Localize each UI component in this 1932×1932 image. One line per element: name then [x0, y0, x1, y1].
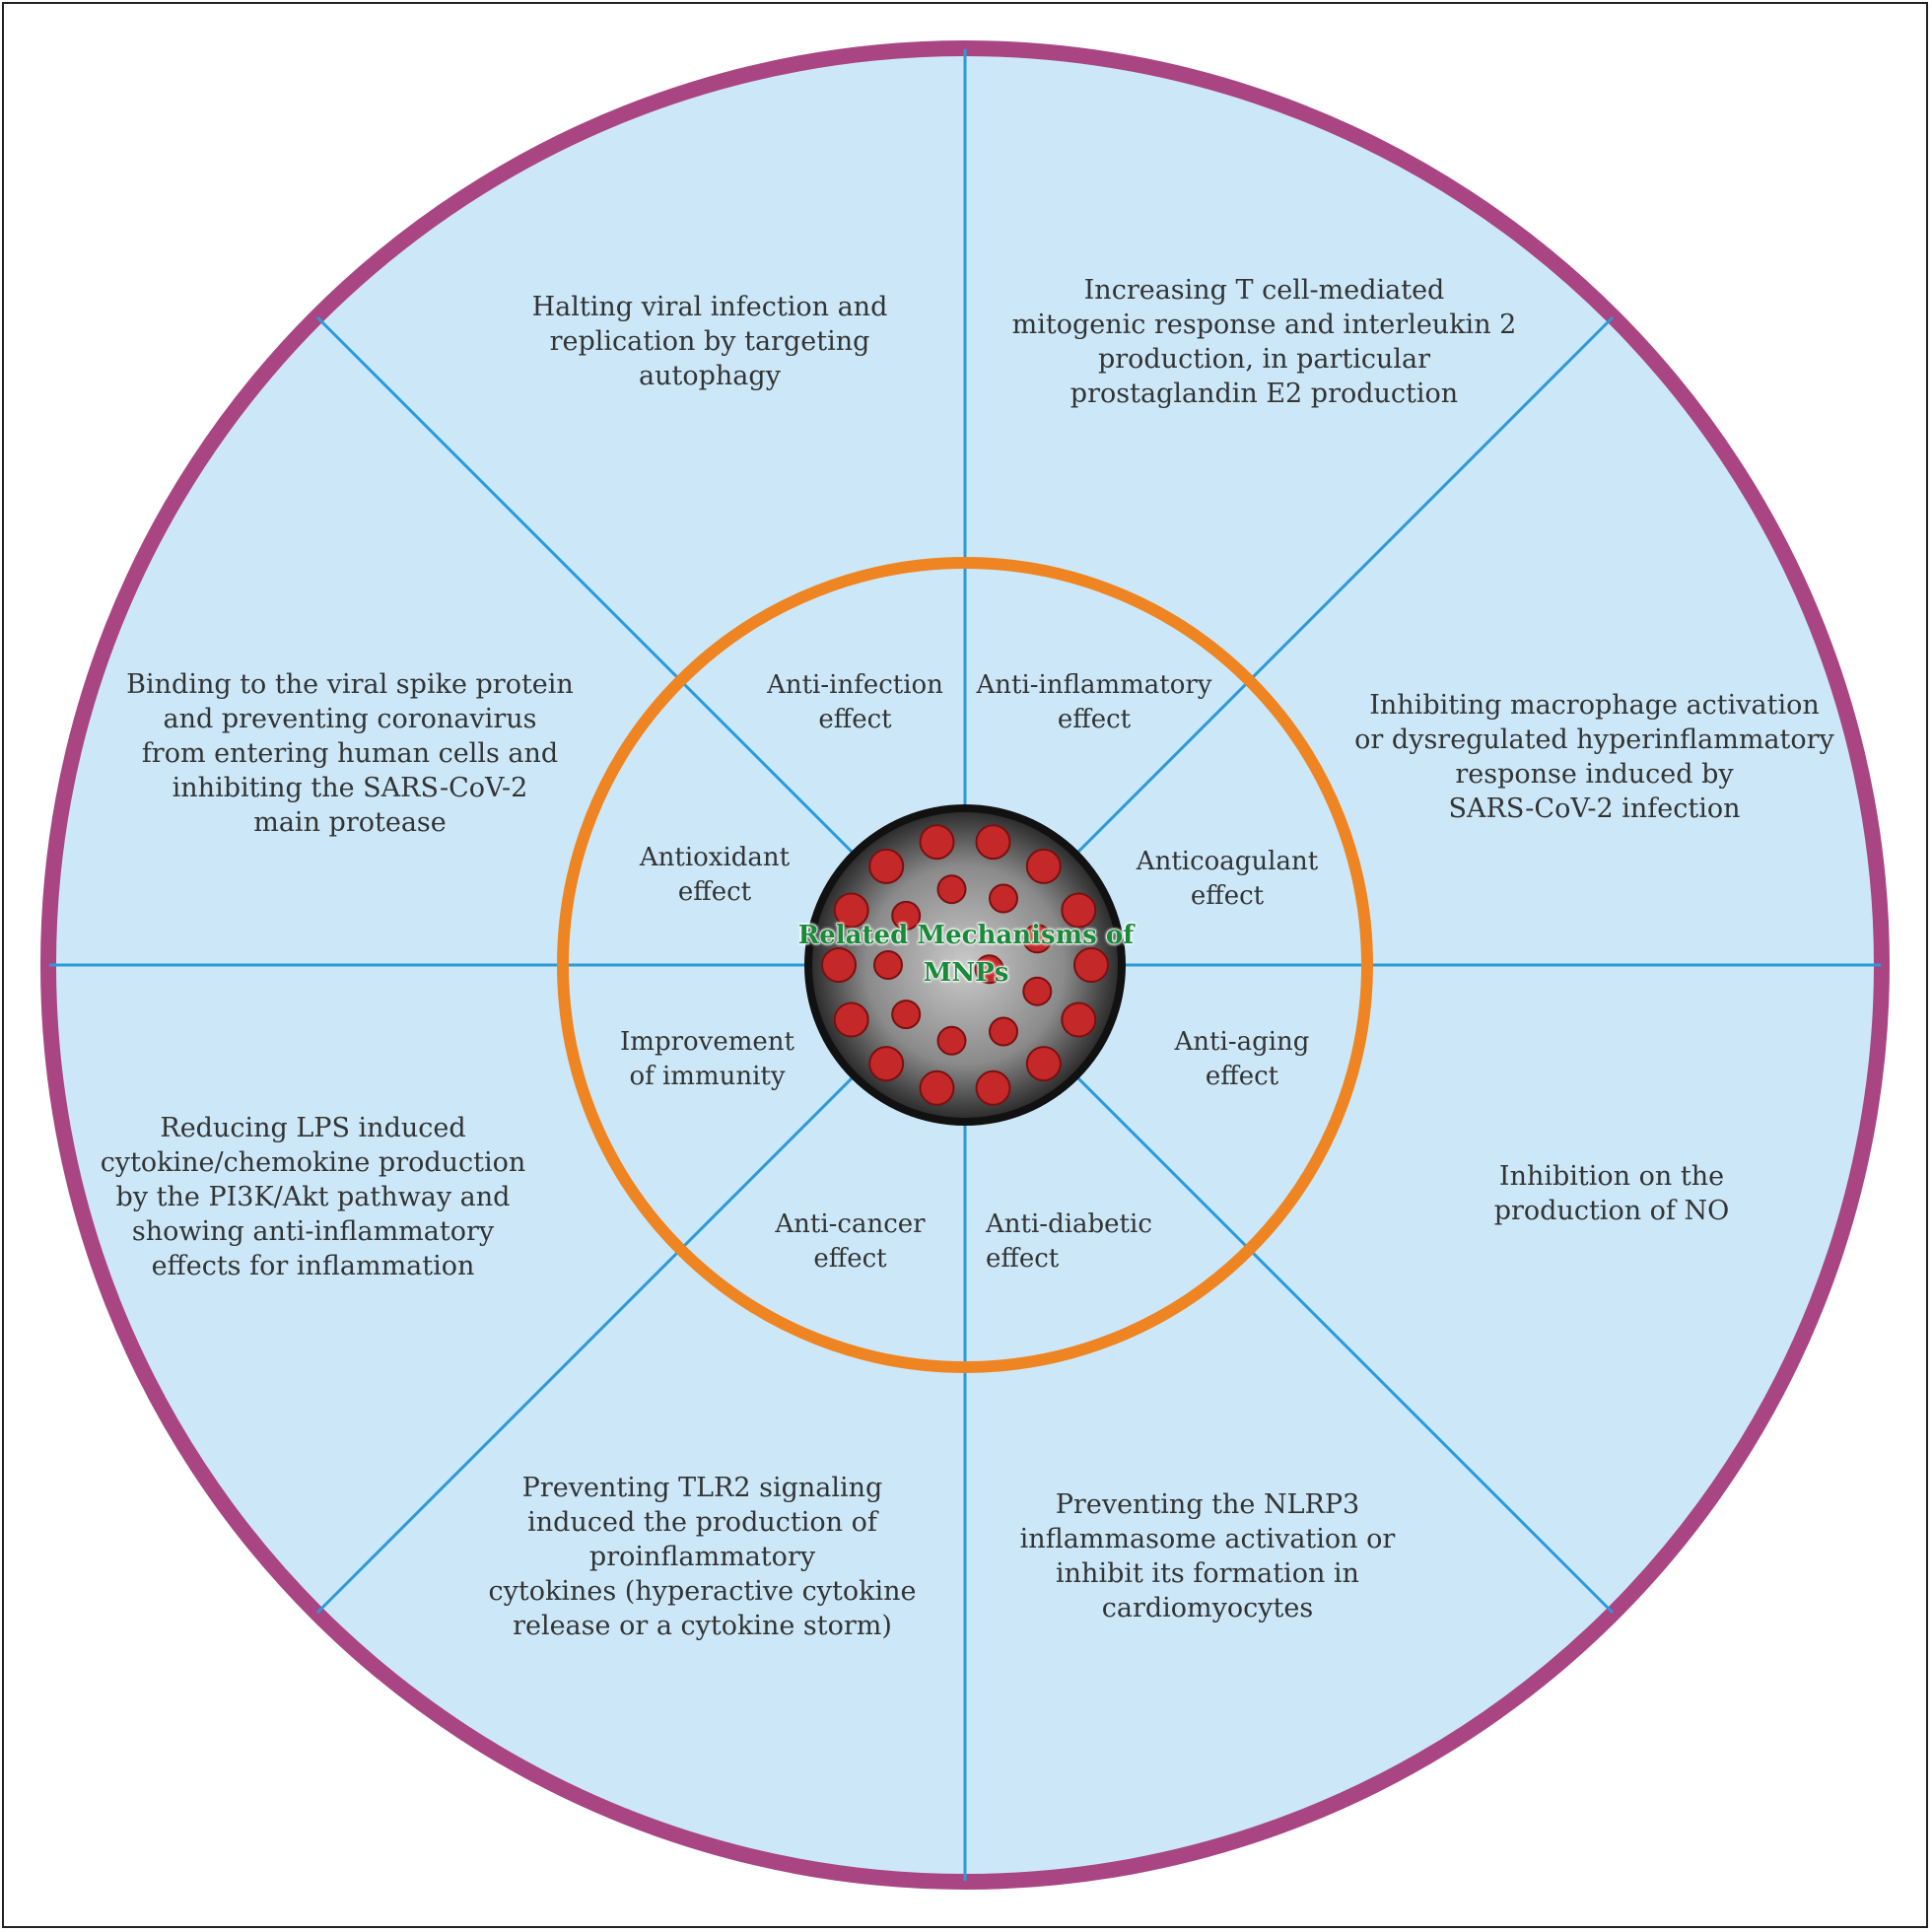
virus-image	[804, 804, 1126, 1126]
center-title: Related Mechanisms of MNPs	[797, 921, 1135, 989]
anti-aging-label: Anti-aging effect	[1174, 1027, 1310, 1091]
mechanism-bottom-right: Preventing the NLRP3 inflammasome activa…	[1019, 1489, 1396, 1623]
anticoagulant-label: Anticoagulant effect	[1136, 847, 1319, 911]
mechanism-top-left: Halting viral infection and replication …	[531, 292, 888, 391]
virus-spike	[821, 947, 857, 983]
virus-spikes	[821, 824, 1109, 1106]
mechanism-right-lower: Inhibition on the production of NO	[1493, 1161, 1730, 1226]
virus-spike	[1022, 924, 1053, 954]
virus-spike	[989, 1016, 1018, 1047]
virus-spike	[919, 1070, 955, 1106]
antioxidant-label: Antioxidant effect	[639, 843, 791, 907]
mechanism-left-upper: Binding to the viral spike protein and p…	[126, 669, 574, 838]
virus-spike	[1022, 976, 1053, 1006]
anti-diabetic-label: Anti-diabetic effect	[986, 1209, 1152, 1274]
improvement-of-immunity-label: Improvement of immunity	[620, 1027, 794, 1091]
mechanism-top-right: Increasing T cell-mediated mitogenic res…	[1011, 275, 1517, 409]
virus-spike	[891, 900, 922, 931]
virus-spike	[1061, 1001, 1097, 1038]
virus-spike	[936, 1025, 967, 1056]
virus-spike	[975, 1070, 1011, 1106]
virus-spike	[974, 954, 1004, 985]
virus-spike	[919, 824, 955, 861]
virus-spike	[891, 1000, 922, 1030]
virus-spike	[936, 874, 967, 905]
mechanism-bottom-left: Preventing TLR2 signaling induced the pr…	[488, 1473, 917, 1641]
virus-spike	[868, 848, 905, 884]
inner-ring	[557, 557, 1373, 1373]
virus-spike	[989, 883, 1018, 914]
virus-spike	[975, 824, 1011, 861]
virus-spike	[1025, 848, 1062, 884]
virus-spike	[1073, 947, 1109, 983]
virus-spike	[868, 1046, 905, 1082]
anti-infection-label: Anti-infection effect	[767, 670, 943, 734]
virus-spike	[833, 1001, 869, 1038]
anti-cancer-label: Anti-cancer effect	[775, 1209, 926, 1274]
virus-spike	[873, 950, 903, 980]
virus-spike	[1061, 892, 1097, 929]
virus-spike	[833, 892, 869, 929]
mechanism-left-lower: Reducing LPS induced cytokine/chemokine …	[100, 1113, 526, 1281]
anti-inflammatory-label: Anti-inflammatory effect	[976, 670, 1212, 734]
virus-spike	[1025, 1046, 1062, 1082]
mechanism-right-upper: Inhibiting macrophage activation or dysr…	[1354, 690, 1834, 824]
